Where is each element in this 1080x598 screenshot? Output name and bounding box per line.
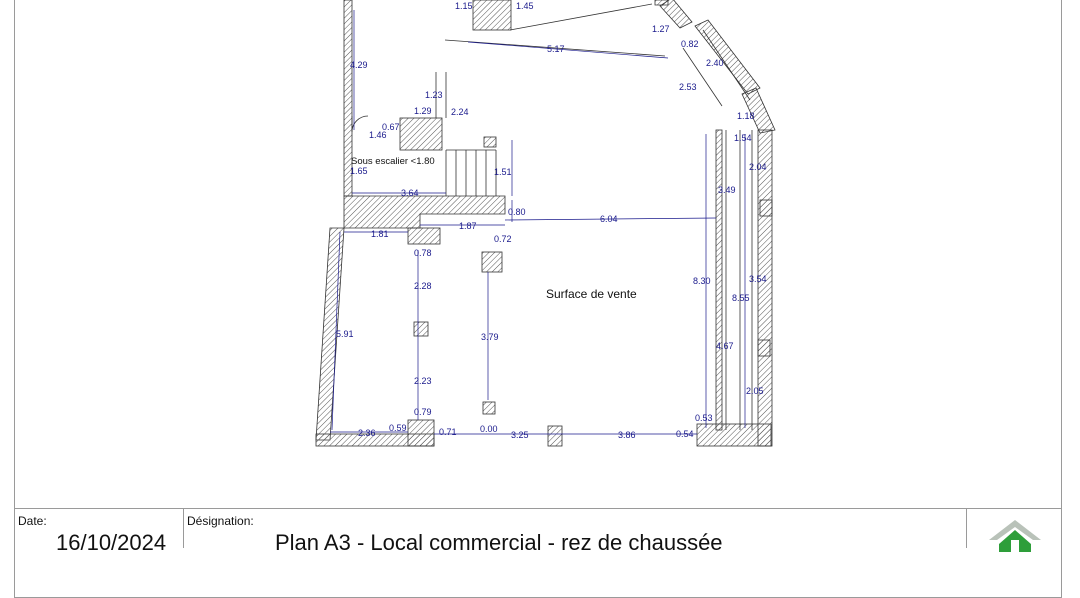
- dim-label: 0.67: [382, 122, 400, 132]
- dim-label: 1.23: [425, 90, 443, 100]
- dim-label: 1.54: [734, 133, 752, 143]
- dim-label: 0.72: [494, 234, 512, 244]
- dim-label: 5.91: [336, 329, 354, 339]
- dim-label: 6.04: [600, 214, 618, 224]
- dim-label: 0.79: [414, 407, 432, 417]
- wall-diagonal-3: [741, 87, 776, 134]
- dim-label: 4.29: [350, 60, 368, 70]
- wall-diagonal-1: [659, 0, 693, 29]
- dim-label: 0.53: [695, 413, 713, 423]
- dim-label: 0.54: [676, 429, 694, 439]
- dim-label: 4.67: [716, 341, 734, 351]
- dim-label: 3.86: [618, 430, 636, 440]
- dim-label: 1.51: [494, 167, 512, 177]
- wall-middle: [343, 195, 506, 229]
- dim-label: 2.05: [746, 386, 764, 396]
- title-block-divider: [966, 508, 967, 548]
- date-label: Date:: [18, 514, 47, 528]
- plan-lines: [351, 3, 753, 430]
- dim-label: 5.17: [547, 44, 565, 54]
- wall-right-inner: [715, 129, 723, 431]
- dim-label: 2.24: [451, 107, 469, 117]
- wall-niche-1: [759, 199, 773, 217]
- dim-label: 2.28: [414, 281, 432, 291]
- stair-note: Sous escalier <1.80: [351, 156, 435, 167]
- dim-label: 1.18: [737, 111, 755, 121]
- column-head: [407, 227, 441, 245]
- title-block-divider: [183, 508, 184, 548]
- dim-label: 8.55: [732, 293, 750, 303]
- title-block: [14, 508, 1062, 549]
- wall-niche-2: [757, 339, 771, 357]
- wall-top-block: [472, 0, 512, 31]
- wall-diagonal-2: [694, 19, 761, 95]
- wall-right: [757, 129, 773, 447]
- dim-label: 3.49: [718, 185, 736, 195]
- stair-core: [399, 117, 443, 151]
- dim-label: 1.15: [455, 1, 473, 11]
- dim-label: 2.04: [749, 162, 767, 172]
- dimension-lines: [330, 10, 746, 435]
- designation-label: Désignation:: [187, 514, 254, 528]
- floor-plan: 1.15 1.45 5.17 1.27 0.82 2.40 2.53 1.18 …: [315, 0, 776, 447]
- room-label: Surface de vente: [546, 287, 637, 301]
- small-pillar: [483, 136, 497, 148]
- drawing-sheet: 1.15 1.45 5.17 1.27 0.82 2.40 2.53 1.18 …: [14, 0, 1062, 598]
- pillar-bottom: [407, 419, 435, 447]
- dim-label: 3.25: [511, 430, 529, 440]
- dim-label: 1.46: [369, 130, 387, 140]
- dim-label: 0.82: [681, 39, 699, 49]
- pillar-4: [547, 425, 563, 447]
- dim-label: 3.54: [749, 274, 767, 284]
- dim-label: 3.64: [401, 188, 419, 198]
- dim-label: 1.87: [459, 221, 477, 231]
- pillar-1: [481, 251, 503, 273]
- dim-label: 0.80: [508, 207, 526, 217]
- dim-label: 1.45: [516, 1, 534, 11]
- dim-label: 1.29: [414, 106, 432, 116]
- pillar-3: [482, 401, 496, 415]
- dim-label: 1.27: [652, 24, 670, 34]
- dim-label: 0.71: [439, 427, 457, 437]
- dim-label: 1.65: [350, 166, 368, 176]
- dim-label: 0.00: [480, 424, 498, 434]
- dim-label: 0.59: [389, 423, 407, 433]
- dim-label: 8.30: [693, 276, 711, 286]
- date-value: 16/10/2024: [56, 530, 167, 555]
- dim-label: 0.78: [414, 248, 432, 258]
- designation-value: Plan A3 - Local commercial - rez de chau…: [275, 530, 723, 555]
- dim-label: 3.79: [481, 332, 499, 342]
- dim-label: 2.36: [358, 428, 376, 438]
- house-logo-icon: [989, 520, 1041, 552]
- dim-label: 1.81: [371, 229, 389, 239]
- dim-label: 2.40: [706, 58, 724, 68]
- dim-label: 2.53: [679, 82, 697, 92]
- dimension-labels: 1.15 1.45 5.17 1.27 0.82 2.40 2.53 1.18 …: [336, 1, 767, 440]
- pillar-2: [413, 321, 429, 337]
- dim-label: 2.23: [414, 376, 432, 386]
